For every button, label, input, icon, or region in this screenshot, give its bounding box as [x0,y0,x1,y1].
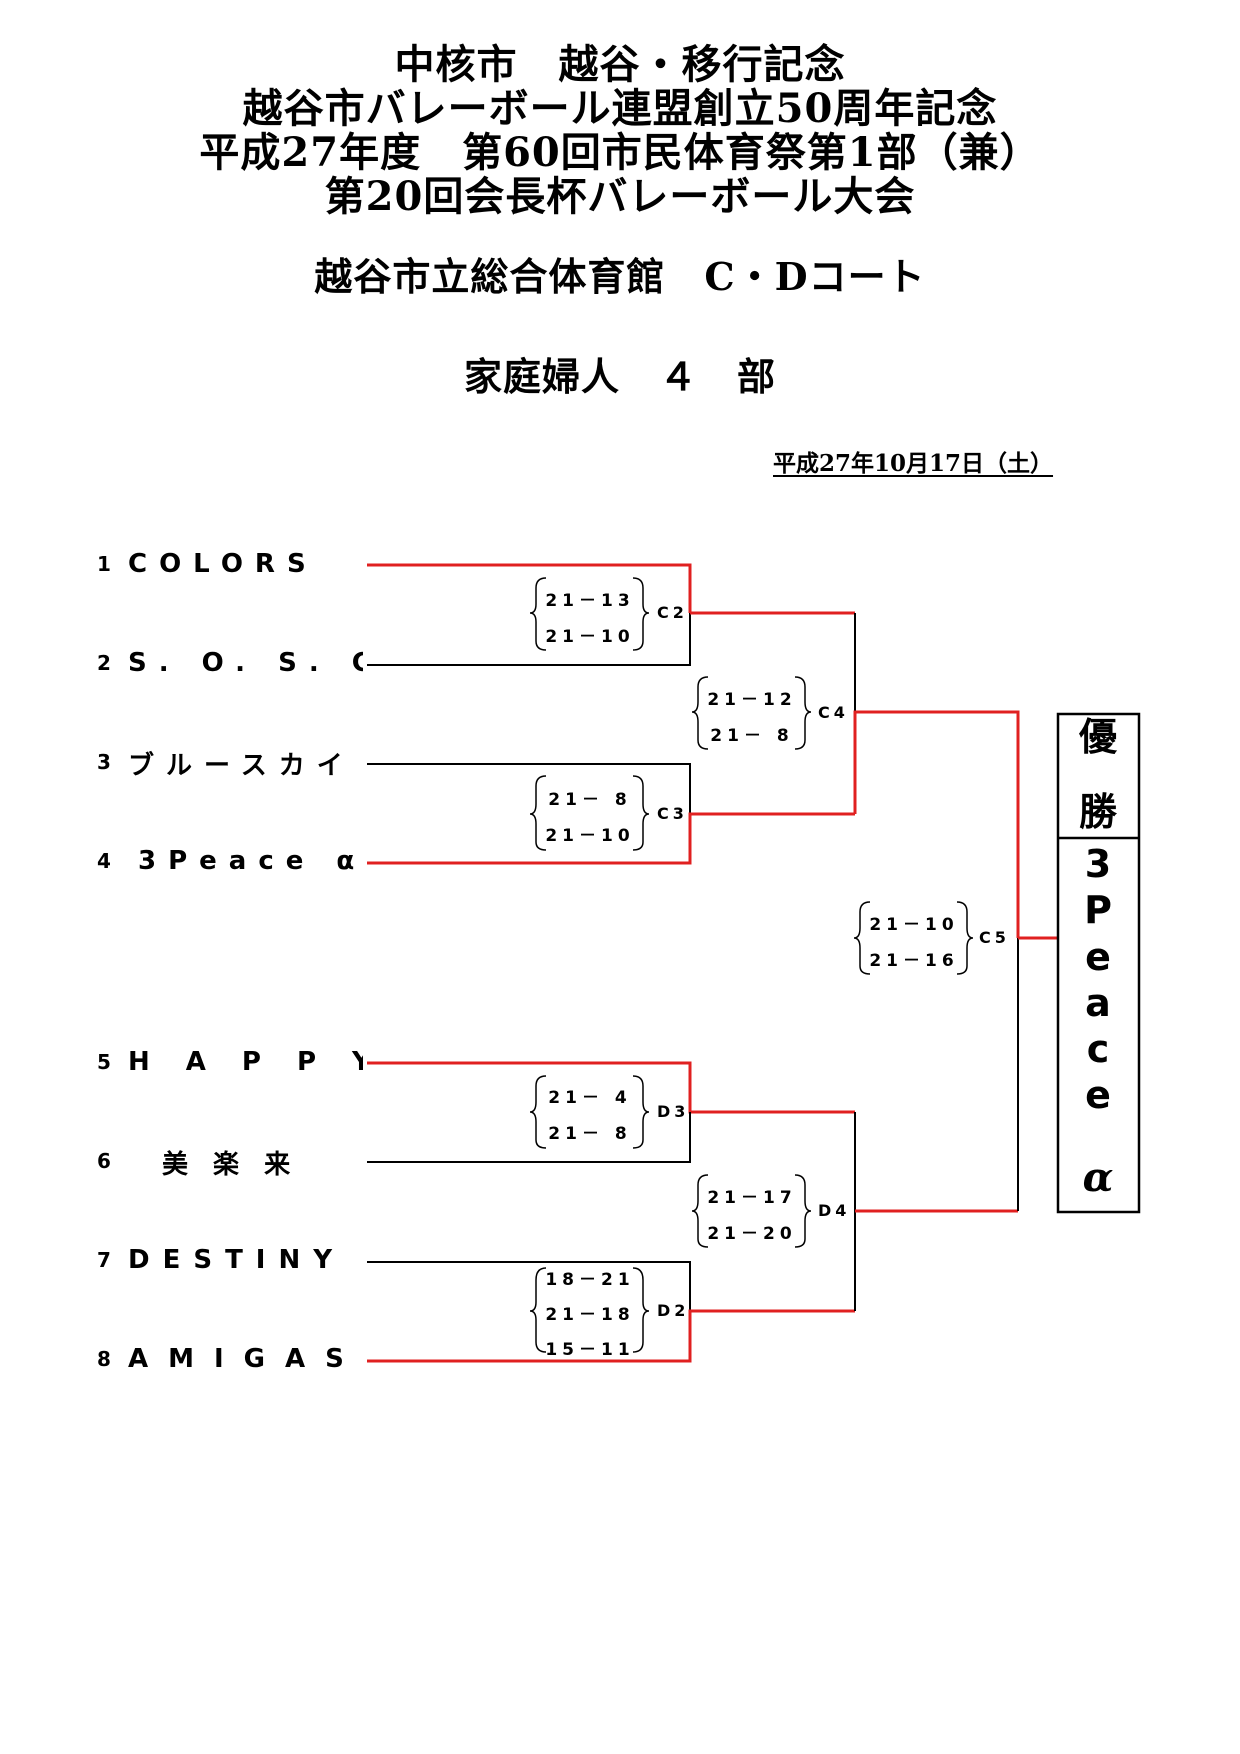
team-number: 4 [97,849,111,873]
match-score: 21－12 [707,690,797,710]
match-score: 21－17 [707,1188,797,1208]
champion-label-char: 優 [1078,714,1117,759]
champion-name-char: c [1086,1027,1110,1071]
match-score: 21－10 [545,826,635,846]
event-date: 平成27年10月17日（土） [773,450,1054,477]
champion-name-char: a [1085,981,1111,1025]
score-brace-left [529,577,547,651]
champion-name-char: α [1082,1154,1114,1201]
match-score: 21－ 4 [548,1088,632,1108]
division-title: 家庭婦人 ４ 部 [463,354,776,399]
team-name: ブルースカイ [128,751,355,781]
bracket-line [367,763,691,814]
match-score: 21－16 [869,951,959,971]
score-brace-right [632,1267,650,1353]
score-brace-right [794,1174,812,1248]
team-number: 5 [97,1050,111,1074]
team-name: S. O. S. C [128,648,363,678]
team-name: HAPPY [128,1047,363,1077]
match-label: C3 [657,804,688,823]
score-brace-left [853,901,871,975]
title-line-2: 越谷市バレーボール連盟創立50周年記念 [242,85,998,132]
team-name: 美 楽 来 [162,1150,299,1180]
match-score: 21－13 [545,591,635,611]
bracket-line-win [853,710,1020,938]
score-brace-right [956,901,974,975]
bracket-line [367,1261,691,1311]
team-name: DESTINY [128,1245,346,1275]
team-number: 3 [97,750,111,774]
score-brace-right [632,577,650,651]
team-number: 2 [97,651,111,675]
bracket-line [367,1112,691,1163]
bracket-line [367,613,691,666]
team-number: 7 [97,1248,111,1272]
score-brace-right [794,676,812,750]
team-name: COLORS [128,549,318,579]
match-label: D4 [818,1201,851,1220]
bracket-line-win [367,1309,855,1363]
match-label: C5 [979,928,1010,947]
champion-label-char: 勝 [1078,789,1117,834]
match-label: C2 [657,603,688,622]
match-score: 21－ 8 [548,1124,632,1144]
match-label: C4 [818,703,849,722]
match-score: 21－10 [545,627,635,647]
score-brace-left [529,1267,547,1353]
score-brace-left [691,1174,709,1248]
score-brace-left [691,676,709,750]
bracket-line-win [367,812,855,865]
team-number: 8 [97,1347,111,1371]
match-label: D3 [657,1102,690,1121]
match-score: 21－10 [869,915,959,935]
team-number: 6 [97,1149,111,1173]
match-score: 21－20 [707,1224,797,1244]
bracket-line-win [367,1061,855,1114]
match-score: 21－18 [545,1305,635,1325]
champion-name-char: e [1085,935,1111,979]
team-name: AMIGAS [128,1344,363,1374]
title-line-4: 第20回会長杯バレーボール大会 [324,173,916,220]
match-score: 15－11 [545,1340,635,1360]
score-brace-right [632,1075,650,1149]
title-line-1: 中核市 越谷・移行記念 [394,41,846,88]
team-name: 3Peace α [138,846,367,876]
champion-name-char: e [1085,1073,1111,1117]
title-line-3: 平成27年度 第60回市民体育祭第1部（兼） [199,129,1041,176]
match-score: 18－21 [545,1270,635,1290]
match-score: 21－ 8 [710,726,794,746]
champion-name-char: 3 [1084,842,1112,886]
champion-box [1056,712,1141,1214]
team-number: 1 [97,552,111,576]
bracket-line-win [367,563,692,613]
champion-name-char: P [1084,888,1112,932]
match-label: D2 [657,1301,690,1320]
score-brace-right [632,775,650,851]
match-score: 21－ 8 [548,790,632,810]
venue-title: 越谷市立総合体育館 C・Dコート [314,254,926,299]
score-brace-left [529,775,547,851]
score-brace-left [529,1075,547,1149]
